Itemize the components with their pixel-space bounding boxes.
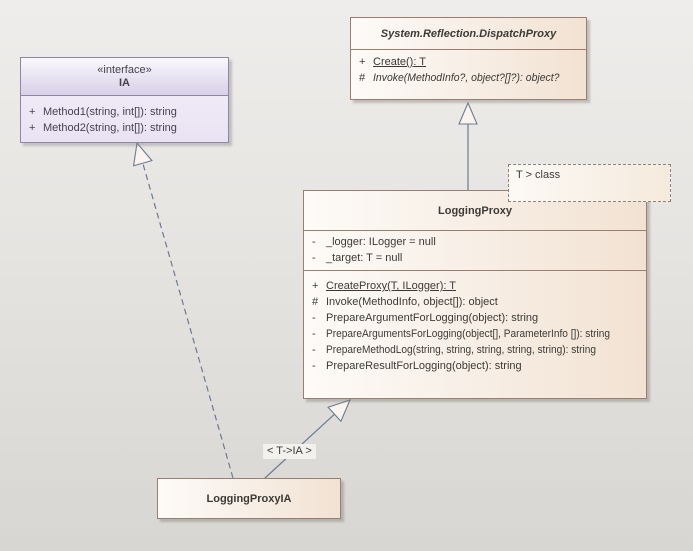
member-text: PrepareMethodLog(string, string, string,… bbox=[326, 344, 596, 356]
class-name: System.Reflection.DispatchProxy bbox=[380, 28, 557, 40]
member-text: PrepareArgumentForLogging(object): strin… bbox=[326, 312, 539, 324]
visibility-marker: + bbox=[29, 122, 36, 134]
visibility-marker: - bbox=[312, 328, 316, 340]
template-parameter-box[interactable]: T > class bbox=[508, 164, 671, 202]
class-loggingproxy-attributes-compartment: - _logger: ILogger = null - _target: T =… bbox=[304, 231, 646, 271]
stereotype-label: «interface» bbox=[97, 64, 152, 76]
class-loggingproxy-header: LoggingProxy bbox=[304, 191, 646, 231]
visibility-marker: + bbox=[312, 280, 319, 292]
member-row: + CreateProxy(T, ILogger): T bbox=[304, 278, 646, 294]
member-row: - PrepareArgumentsForLogging(object[], P… bbox=[304, 326, 646, 342]
generalization-loggingproxy-to-dispatchproxy[interactable] bbox=[458, 101, 478, 190]
visibility-marker: - bbox=[312, 312, 316, 324]
realization-loggingproxyia-to-ia[interactable] bbox=[132, 141, 234, 479]
visibility-marker: - bbox=[312, 344, 316, 356]
class-dispatchproxy[interactable]: System.Reflection.DispatchProxy + Create… bbox=[350, 17, 587, 100]
member-row: + Method2(string, int[]): string bbox=[21, 120, 228, 136]
member-text: _target: T = null bbox=[326, 252, 403, 264]
member-text: CreateProxy(T, ILogger): T bbox=[326, 280, 457, 292]
class-ia[interactable]: «interface» IA + Method1(string, int[]):… bbox=[20, 57, 229, 143]
bind-loggingproxyia-to-loggingproxy[interactable] bbox=[264, 399, 351, 479]
visibility-marker: # bbox=[359, 72, 366, 84]
class-ia-header: «interface» IA bbox=[21, 58, 228, 96]
visibility-marker: - bbox=[312, 236, 316, 248]
class-ia-methods-compartment: + Method1(string, int[]): string + Metho… bbox=[21, 96, 228, 136]
visibility-marker: # bbox=[312, 296, 319, 308]
member-row: # Invoke(MethodInfo?, object?[]?): objec… bbox=[351, 70, 586, 86]
class-loggingproxyia[interactable]: LoggingProxyIA bbox=[157, 478, 341, 519]
class-dispatchproxy-methods-compartment: + Create(): T # Invoke(MethodInfo?, obje… bbox=[351, 50, 586, 86]
member-text: Method1(string, int[]): string bbox=[43, 106, 177, 118]
member-text: _logger: ILogger = null bbox=[326, 236, 436, 248]
visibility-marker: + bbox=[359, 56, 366, 68]
member-row: # Invoke(MethodInfo, object[]): object bbox=[304, 294, 646, 310]
member-text: Method2(string, int[]): string bbox=[43, 122, 177, 134]
class-name: LoggingProxy bbox=[438, 205, 512, 217]
member-text: PrepareResultForLogging(object): string bbox=[326, 360, 522, 372]
member-row: - _target: T = null bbox=[304, 250, 646, 266]
visibility-marker: - bbox=[312, 252, 316, 264]
member-row: - _logger: ILogger = null bbox=[304, 234, 646, 250]
member-row: - PrepareResultForLogging(object): strin… bbox=[304, 358, 646, 374]
visibility-marker: + bbox=[29, 106, 36, 118]
class-name: IA bbox=[119, 77, 130, 89]
bind-expression-label: < T->IA > bbox=[263, 444, 316, 459]
member-row: + Method1(string, int[]): string bbox=[21, 104, 228, 120]
member-text: PrepareArgumentsForLogging(object[], Par… bbox=[326, 328, 611, 340]
member-row: + Create(): T bbox=[351, 54, 586, 70]
member-text: Invoke(MethodInfo?, object?[]?): object? bbox=[373, 72, 560, 84]
template-parameter-text: T > class bbox=[516, 169, 561, 181]
visibility-marker: - bbox=[312, 360, 316, 372]
class-dispatchproxy-header: System.Reflection.DispatchProxy bbox=[351, 18, 586, 50]
member-text: Invoke(MethodInfo, object[]): object bbox=[326, 296, 498, 308]
member-text: Create(): T bbox=[373, 56, 426, 68]
class-name: LoggingProxyIA bbox=[206, 493, 292, 505]
member-row: - PrepareMethodLog(string, string, strin… bbox=[304, 342, 646, 358]
member-row: - PrepareArgumentForLogging(object): str… bbox=[304, 310, 646, 326]
class-loggingproxy[interactable]: LoggingProxy - _logger: ILogger = null -… bbox=[303, 190, 647, 399]
class-loggingproxy-methods-compartment: + CreateProxy(T, ILogger): T # Invoke(Me… bbox=[304, 271, 646, 374]
